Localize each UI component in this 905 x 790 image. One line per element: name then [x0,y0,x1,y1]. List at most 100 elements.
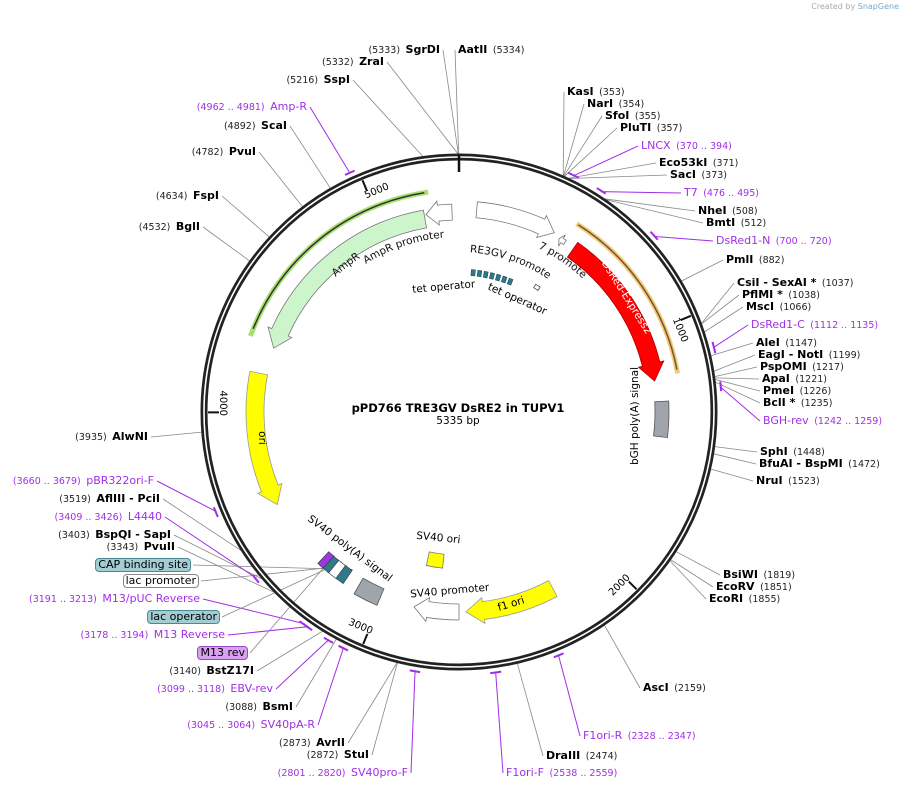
restriction-site-label[interactable]: (4532) BglI [139,220,200,234]
restriction-site-label[interactable]: CsiI - SexAI * (1037) [737,276,853,290]
leader-line [719,385,761,422]
restriction-site-label[interactable]: (5332) ZraI [322,55,384,69]
leader-line [714,366,758,378]
primer-label[interactable]: F1ori-R (2328 .. 2347) [583,729,696,743]
restriction-site-label[interactable]: PmeI (1226) [763,384,831,398]
restriction-site-label[interactable]: NarI (354) [587,97,644,111]
restriction-site-label[interactable]: (3403) BspQI - SapI [58,528,171,542]
restriction-site-label[interactable]: (4782) PvuI [192,145,256,159]
position: (370 .. 394) [676,141,732,152]
primer-mark [323,636,334,644]
position: (3409 .. 3426) [54,512,123,523]
ampr-promoter-feature[interactable] [425,200,453,226]
primer-label[interactable]: DsRed1-C (1112 .. 1135) [751,318,878,332]
enzyme-name: MscI [746,300,775,313]
restriction-site-label[interactable]: MscI (1066) [746,300,811,314]
lac-promoter-label[interactable]: lac promoter [122,574,199,588]
position: (1066) [779,302,812,313]
restriction-site-label[interactable]: ApaI (1221) [762,372,827,386]
restriction-site-label[interactable]: (5216) SspI [286,73,350,87]
restriction-site-label[interactable]: SphI (1448) [760,445,825,459]
sv40-ori-feature[interactable] [425,551,445,569]
lac-region-features[interactable] [317,551,353,585]
primer-label[interactable]: (3099 .. 3118) EBV-rev [157,682,273,696]
primer-label[interactable]: (3045 .. 3064) SV40pA-R [187,718,315,732]
restriction-site-label[interactable]: EagI - NotI (1199) [758,348,860,362]
primer-label[interactable]: DsRed1-N (700 .. 720) [716,234,832,248]
primer-label[interactable]: (3178 .. 3194) M13 Reverse [80,628,225,642]
restriction-site-label[interactable]: (4892) ScaI [224,119,287,133]
enzyme-name: PvuI [228,145,256,158]
dsred-express2-feature[interactable] [566,241,665,382]
tet-operator-feature[interactable] [470,269,514,286]
primer-label[interactable]: (3660 .. 3679) pBR322ori-F [13,474,154,488]
restriction-site-label[interactable]: DraIII (2474) [546,749,617,763]
restriction-site-label[interactable]: (5333) SgrDI [368,43,440,57]
m13-rev-label[interactable]: M13 rev [197,646,248,660]
sv40-promoter-feature[interactable] [413,596,460,623]
restriction-site-label[interactable]: (3935) AlwNI [75,430,148,444]
tet-operator-small-feature[interactable] [533,283,541,291]
restriction-site-label[interactable]: BfuAI - BspMI (1472) [759,457,880,471]
position: (512) [740,218,767,229]
ampr-feature[interactable] [267,209,427,349]
restriction-site-label[interactable]: (3140) BstZ17I [169,664,254,678]
enzyme-name: AlwNI [112,430,148,443]
enzyme-name: BmtI [706,216,736,229]
restriction-site-label[interactable]: BclI * (1235) [763,396,832,410]
primer-label[interactable]: BGH-rev (1242 .. 1259) [763,414,882,428]
position: (5333) [368,45,401,56]
restriction-site-label[interactable]: (3519) AflIII - PciI [59,492,160,506]
restriction-site-label[interactable]: (3088) BsmI [225,700,293,714]
restriction-site-label[interactable]: NheI (508) [698,204,758,218]
primer-label[interactable]: T7 (476 .. 495) [684,186,759,200]
restriction-site-label[interactable]: (2872) StuI [307,748,369,762]
enzyme-name: BsiWI [723,568,758,581]
leader-line [454,49,460,155]
primer-name: Amp-R [270,100,307,113]
restriction-site-label[interactable]: (2873) AvrII [279,736,345,750]
tre3gv-promoter-feature[interactable] [475,201,555,239]
bgh-polya-feature[interactable] [653,400,670,439]
restriction-site-label[interactable]: BsiWI (1819) [723,568,795,582]
leader-line [275,639,330,690]
position: (1226) [799,386,832,397]
restriction-site-label[interactable]: SacI (373) [670,168,727,182]
restriction-site-label[interactable]: EcoRI (1855) [709,592,780,606]
restriction-site-label[interactable]: AleI (1147) [756,336,817,350]
primer-name: M13/pUC Reverse [102,592,200,605]
restriction-site-label[interactable]: NruI (1523) [756,474,820,488]
t7-promoter-feature[interactable] [558,234,567,247]
primer-label[interactable]: F1ori-F (2538 .. 2559) [506,766,617,780]
restriction-site-label[interactable]: Eco53kI (371) [659,156,738,170]
position: (1112 .. 1135) [810,320,879,331]
restriction-site-label[interactable]: BmtI (512) [706,216,766,230]
restriction-site-label[interactable]: AatII (5334) [458,43,524,57]
primer-label[interactable]: (2801 .. 2820) SV40pro-F [278,766,408,780]
primer-label[interactable]: (4962 .. 4981) Amp-R [197,100,307,114]
restriction-site-label[interactable]: EcoRV (1851) [716,580,792,594]
primer-label[interactable]: (3409 .. 3426) L4440 [55,510,162,524]
f1-ori-feature[interactable] [465,580,558,625]
position: (1199) [828,350,861,361]
lac-operator-label[interactable]: lac operator [147,610,220,624]
restriction-site-label[interactable]: PflMI * (1038) [742,288,820,302]
restriction-site-label[interactable]: (4634) FspI [156,189,219,203]
plasmid-name: pPD766 TRE3GV DsRE2 in TUPV1 [352,401,565,415]
leader-line [495,671,504,774]
ori-feature[interactable] [245,370,283,506]
restriction-site-label[interactable]: PmlI (882) [726,253,784,267]
tet-operator-box [495,273,502,282]
restriction-site-label[interactable]: AscI (2159) [643,681,706,695]
restriction-site-label[interactable]: SfoI (355) [605,109,660,123]
restriction-site-label[interactable]: KasI (353) [567,85,625,99]
position: (3088) [225,702,257,713]
cap-binding-site-label[interactable]: CAP binding site [95,558,191,572]
restriction-site-label[interactable]: PluTI (357) [620,121,682,135]
primer-label[interactable]: LNCX (370 .. 394) [641,139,732,153]
restriction-site-label[interactable]: (3343) PvuII [107,540,175,554]
sv40-polya-feature[interactable] [353,577,385,606]
leader-line [701,294,740,325]
restriction-site-label[interactable]: PspOMI (1217) [760,360,844,374]
primer-label[interactable]: (3191 .. 3213) M13/pUC Reverse [29,592,200,606]
